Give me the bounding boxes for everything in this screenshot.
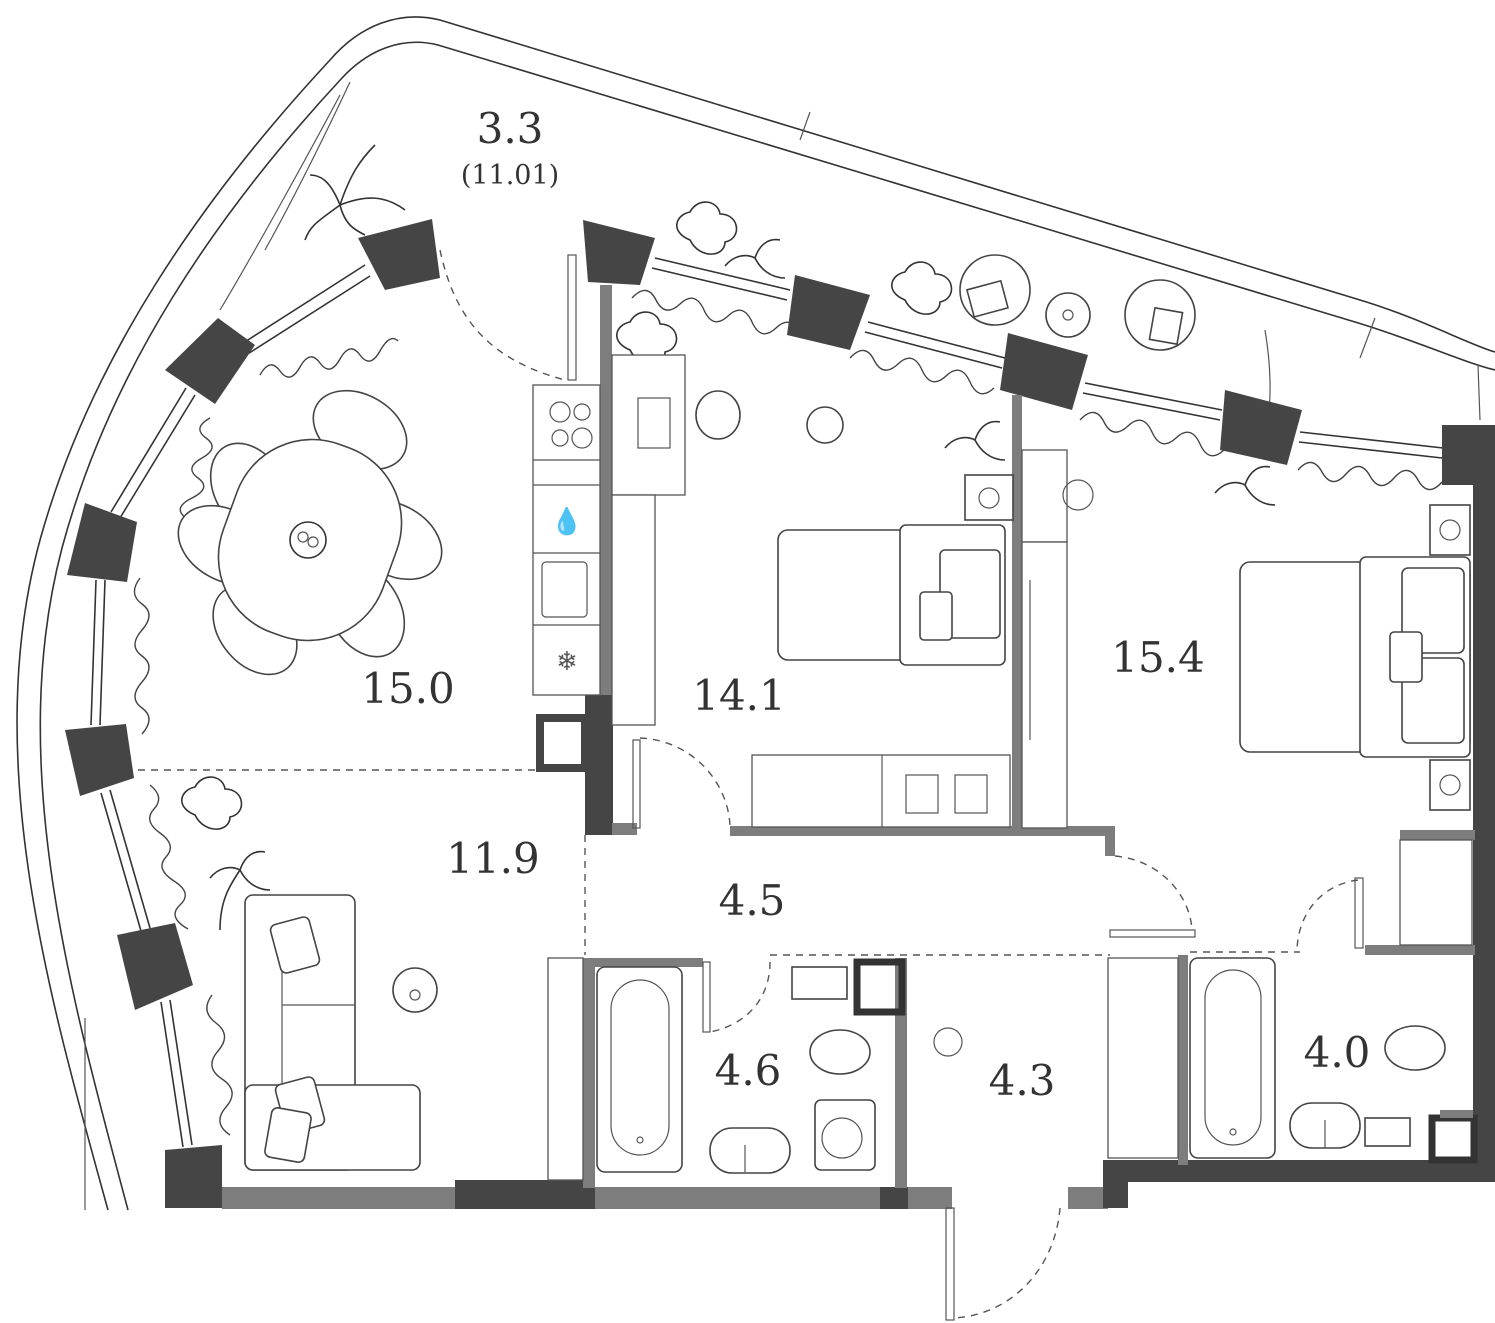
door-swings: [138, 249, 1359, 1319]
loggia-furniture: [959, 254, 1196, 351]
bathroom-2-fixtures: [1107, 957, 1446, 1159]
room-area-bathroom-1: 4.6: [715, 1046, 782, 1095]
room-area-living: 11.9: [446, 834, 540, 883]
sofa: [244, 894, 438, 1171]
kids-furniture: [611, 354, 1014, 828]
svg-text:💧: 💧: [551, 506, 583, 537]
interior-walls: [222, 254, 1495, 1321]
room-labels: 3.3 (11.01) 15.0 11.9 14.1 15.4 4.5 4.6 …: [361, 104, 1370, 1105]
room-area-hall: 4.5: [719, 876, 786, 925]
master-furniture: [1021, 449, 1473, 946]
facade-windows: [65, 219, 1495, 1208]
room-area-kids-bedroom: 14.1: [692, 671, 786, 720]
room-area-bathroom-2: 4.0: [1304, 1028, 1371, 1077]
room-area-kitchen-dining: 15.0: [361, 664, 455, 713]
svg-text:❄: ❄: [556, 647, 578, 677]
room-area-loggia: 3.3: [477, 104, 544, 153]
loggia-outline: [16, 16, 1495, 1211]
bathroom-1-fixtures: [547, 957, 963, 1181]
room-area-master-bedroom: 15.4: [1111, 633, 1205, 682]
kitchen-counter: 💧 ❄: [532, 384, 601, 696]
room-subarea-loggia: (11.01): [461, 160, 559, 191]
room-area-entry-hall: 4.3: [989, 1056, 1056, 1105]
dining-table: [177, 389, 443, 676]
